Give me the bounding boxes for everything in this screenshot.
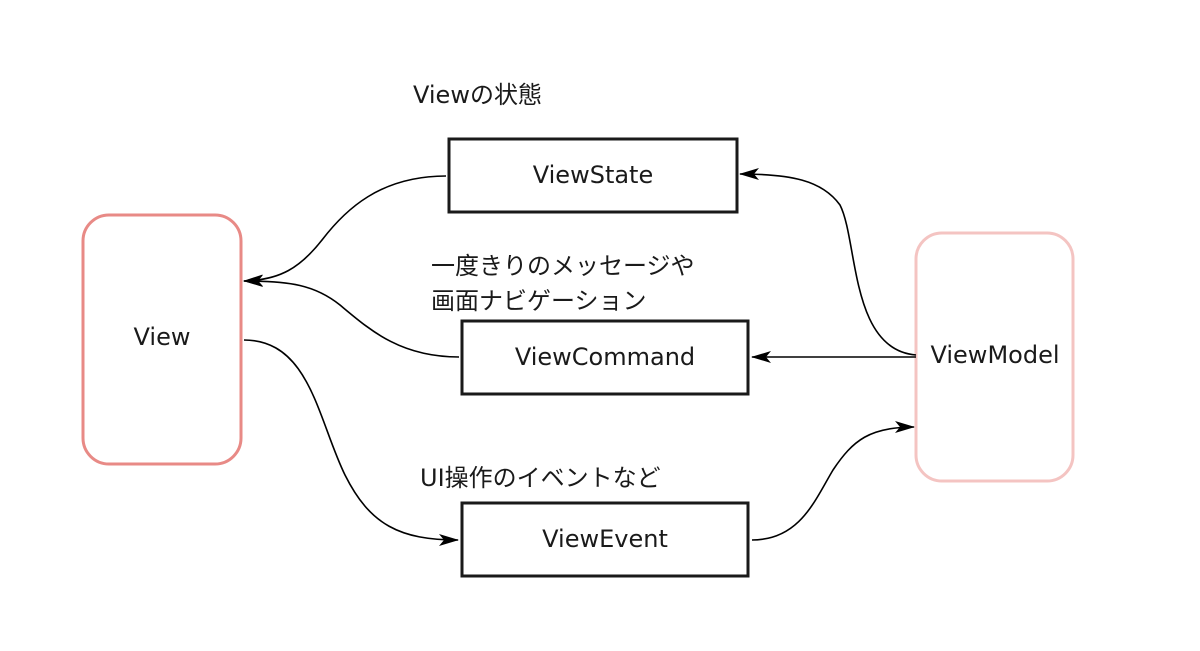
view-node: View	[81, 213, 243, 466]
edge-viewevent-to-viewmodel	[751, 421, 915, 541]
viewevent-node-label: ViewEvent	[542, 525, 668, 553]
viewevent-node-box	[460, 501, 750, 578]
viewcommand-note-line1: 一度きりのメッセージや	[431, 252, 695, 280]
view-node-box	[81, 213, 243, 466]
view-node-label: View	[134, 323, 191, 351]
viewcommand-node-label: ViewCommand	[515, 343, 695, 371]
viewstate-node-label: ViewState	[533, 161, 653, 189]
viewstate-node: ViewState	[447, 137, 739, 214]
edge-view-to-viewevent	[243, 339, 459, 546]
viewcommand-node: ViewCommand	[460, 319, 750, 396]
viewcommand-note-line2: 画面ナビゲーション	[431, 287, 647, 315]
edge-viewmodel-to-viewstate	[739, 168, 917, 356]
edge-viewcommand-to-view	[243, 275, 460, 358]
viewcommand-node-box	[460, 319, 750, 396]
viewevent-note: UI操作のイベントなど	[420, 464, 661, 492]
viewmodel-node: ViewModel	[914, 231, 1075, 483]
viewmodel-node-label: ViewModel	[930, 341, 1059, 369]
edge-viewstate-to-view	[243, 175, 447, 287]
viewstate-node-box	[447, 137, 739, 214]
viewstate-note: Viewの状態	[413, 81, 542, 109]
viewevent-node: ViewEvent	[460, 501, 750, 578]
